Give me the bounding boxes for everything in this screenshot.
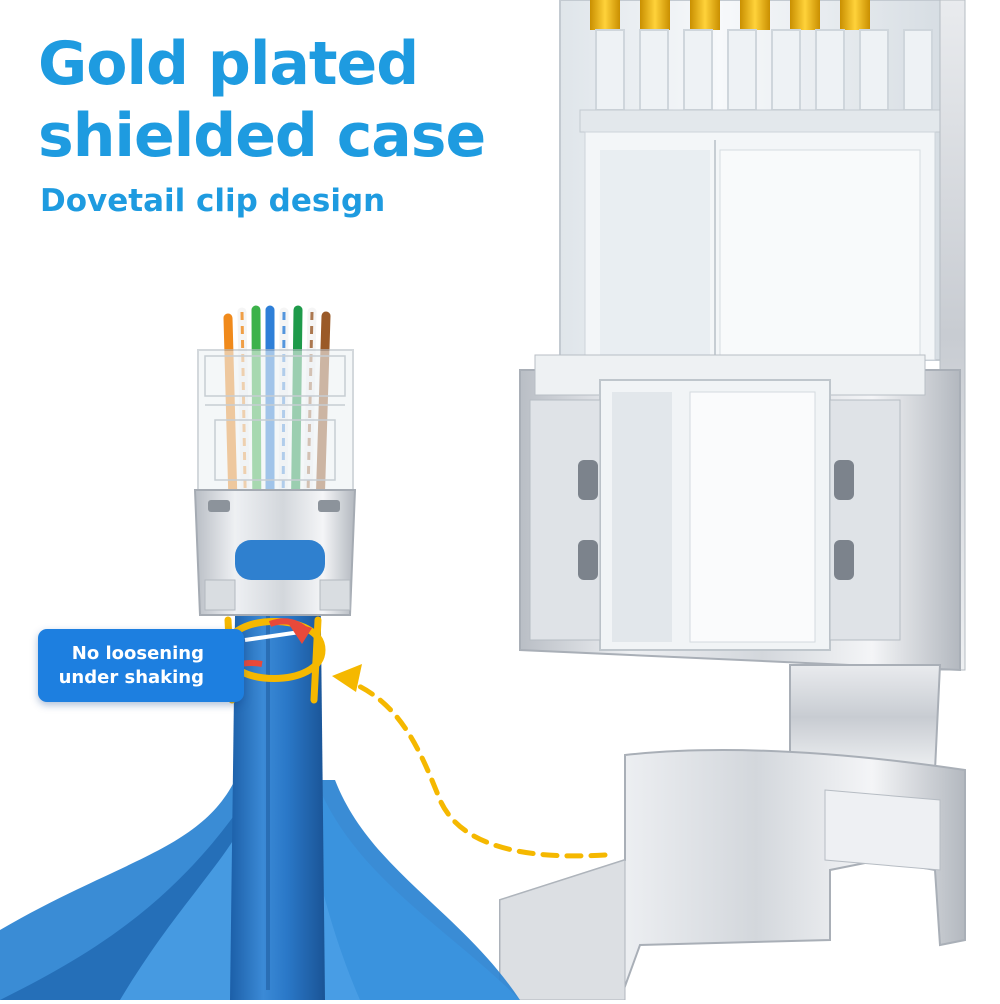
arrow-head-icon [332,664,362,692]
callout-line-2: under shaking [58,666,204,688]
headline-line-1: Gold plated [38,29,419,99]
callout-line-1: No loosening [71,642,204,664]
dashed-arrow [332,664,608,859]
headline: Gold plated shielded case [38,28,558,172]
large-connector [499,0,966,1001]
callout-badge: No loosening under shaking [38,629,244,702]
headline-line-2: shielded case [38,101,486,171]
small-connector [193,305,357,616]
ethernet-cable [0,530,520,1000]
subheadline: Dovetail clip design [40,183,386,219]
gold-contacts-large [590,0,870,30]
